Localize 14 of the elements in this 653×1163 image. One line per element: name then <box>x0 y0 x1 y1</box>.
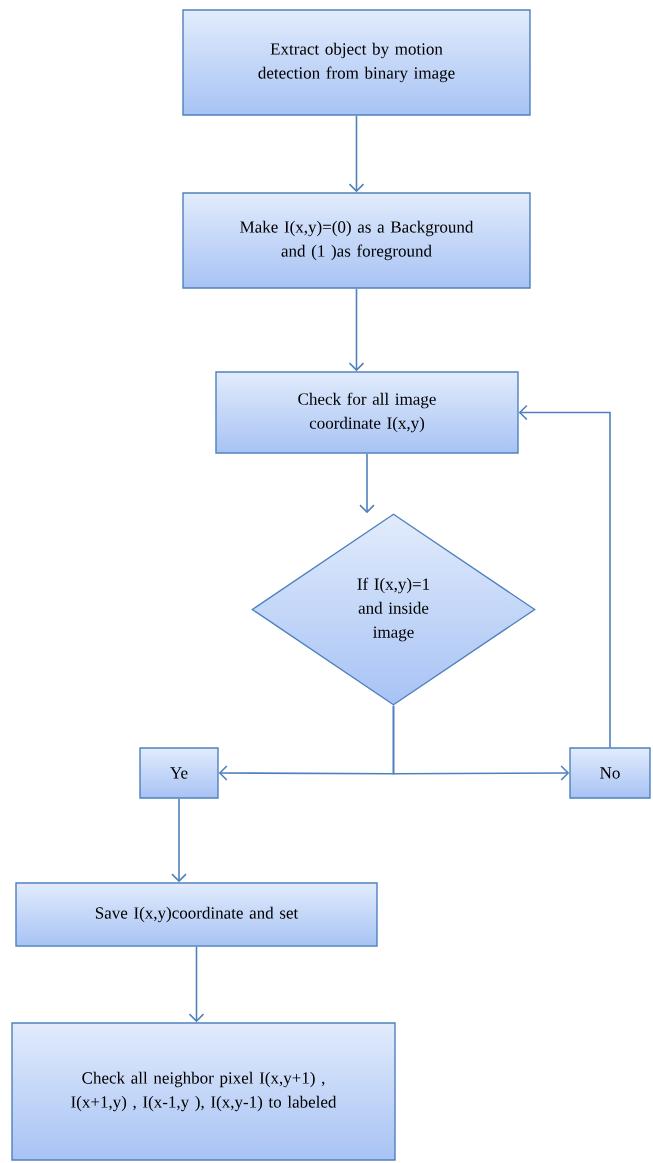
arrow <box>171 797 187 883</box>
process-box: Extract object by motion detection from binary image <box>182 9 531 116</box>
arrow <box>348 287 365 372</box>
arrow <box>392 704 570 781</box>
process-box: Check all neighbor pixel I(x,y+1) , I(x+1,y) , I(x-1,y ), I(x,y-1) to labeled <box>11 1022 396 1161</box>
process-box: Save I(x,y)coordinate and set <box>15 882 378 947</box>
arrow <box>348 114 365 193</box>
process-box: Make I(x,y)=(0) as a Background and (1 )as foreground <box>182 192 531 289</box>
arrow <box>518 404 611 749</box>
process-box: Ye <box>139 747 219 799</box>
process-box: Check for all image coordinate I(x,y) <box>215 371 519 454</box>
process-box: No <box>569 747 651 799</box>
arrow <box>188 945 205 1023</box>
arrow <box>359 452 375 514</box>
